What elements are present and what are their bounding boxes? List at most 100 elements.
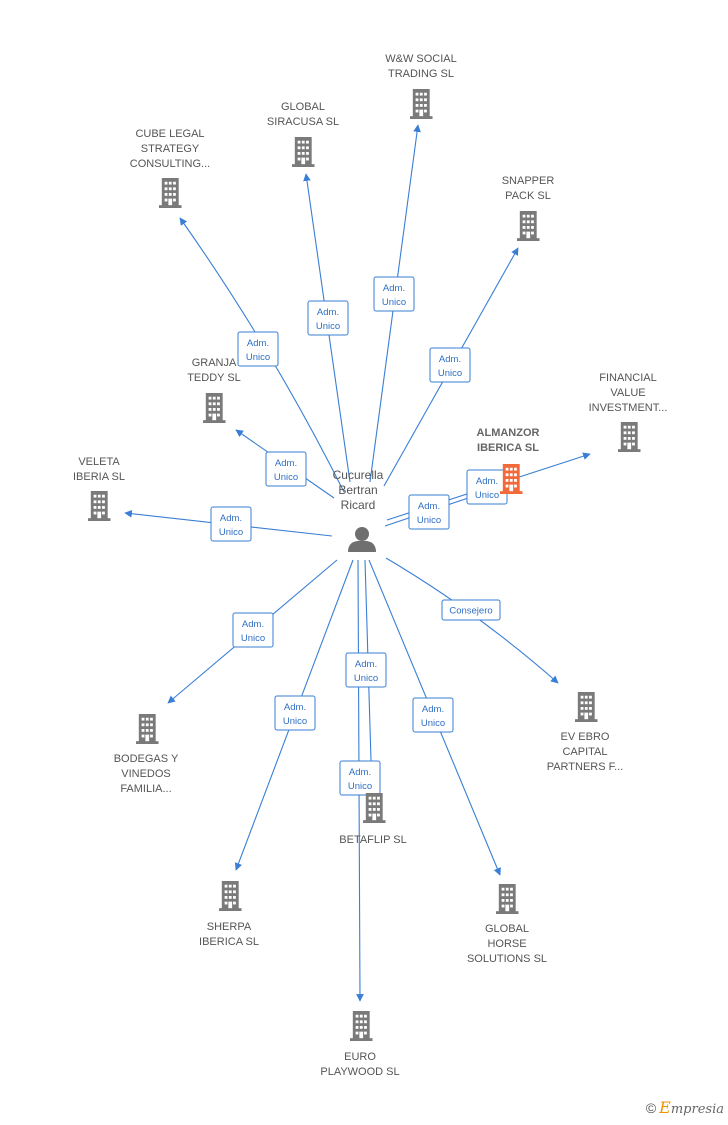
relation-text: Adm. (242, 619, 264, 630)
relation-text: Consejero (449, 606, 492, 617)
company-label-line: PARTNERS F... (547, 761, 624, 773)
relation-badge-horse[interactable]: Adm. Unico (412, 697, 454, 733)
company-node-evebro[interactable]: EV EBRO CAPITAL PARTNERS F... (547, 692, 624, 773)
building-icon (88, 491, 111, 521)
relation-box (232, 612, 274, 648)
relation-text: Adm. (275, 458, 297, 469)
company-node-financial[interactable]: FINANCIALVALUEINVESTMENT... (589, 372, 668, 452)
relation-badge-euro[interactable]: Adm. Unico (345, 652, 387, 688)
relation-badge-veleta[interactable]: Adm. Unico (210, 506, 252, 542)
company-label-line: GRANJA (192, 357, 237, 369)
relation-text: Adm. (355, 659, 377, 670)
relation-box (274, 695, 316, 731)
company-label-line: CAPITAL (562, 746, 607, 758)
relation-box (339, 760, 381, 796)
company-node-betaflip[interactable]: BETAFLIP SL (339, 793, 407, 846)
company-node-siracusa[interactable]: GLOBAL SIRACUSA SL (267, 101, 339, 167)
company-node-cube[interactable]: CUBE LEGAL STRATEGY CONSULTING... (130, 128, 210, 208)
company-label-line: VELETA (78, 456, 120, 468)
relation-badge-ww[interactable]: Adm.Unico (373, 276, 415, 312)
relation-text: Adm. (418, 501, 440, 512)
relation-text: Unico (316, 321, 340, 332)
relation-text: Adm. (220, 513, 242, 524)
relation-text: Adm. (284, 702, 306, 713)
company-label-line: SHERPA (207, 921, 252, 933)
relation-text: Adm. (439, 354, 461, 365)
building-icon (363, 793, 386, 823)
company-label-line: BODEGAS Y (114, 753, 179, 765)
relation-badge-almanzor[interactable]: Adm. Unico (408, 494, 450, 530)
company-label-line: VINEDOS (121, 768, 171, 780)
company-label-line: TEDDY SL (187, 372, 241, 384)
building-icon (410, 89, 433, 119)
relation-box (265, 451, 307, 487)
building-icon (575, 692, 598, 722)
relation-badge-betaflip[interactable]: Adm.Unico (339, 760, 381, 796)
company-label-line: ALMANZOR (477, 427, 540, 439)
building-icon (496, 884, 519, 914)
relation-text: Unico (421, 718, 445, 729)
company-label-line: EV EBRO (561, 731, 610, 743)
relation-badge-sherpa[interactable]: Adm. Unico (274, 695, 316, 731)
relation-box (307, 300, 349, 336)
relation-text: Unico (417, 515, 441, 526)
company-label-line: IBERICA SL (199, 936, 259, 948)
company-node-almanzor[interactable]: ALMANZOR IBERICA SL (477, 427, 540, 494)
relation-text: Unico (283, 716, 307, 727)
relation-text: Unico (354, 673, 378, 684)
relation-text: Adm. (317, 307, 339, 318)
company-label-line: CONSULTING... (130, 158, 210, 170)
relation-text: Adm. (349, 767, 371, 778)
company-node-sherpa[interactable]: SHERPA IBERICA SL (199, 881, 259, 948)
company-node-ww[interactable]: W&W SOCIAL TRADING SL (385, 53, 457, 119)
company-node-bodegas[interactable]: BODEGAS Y VINEDOS FAMILIA... (114, 714, 179, 795)
relation-box (210, 506, 252, 542)
relation-text: Unico (219, 527, 243, 538)
relation-badge-granja[interactable]: Adm.Unico (265, 451, 307, 487)
relation-badge-cube[interactable]: Adm.Unico (237, 331, 279, 367)
company-label-line: CUBE LEGAL (135, 128, 204, 140)
company-label-line: SIRACUSA SL (267, 116, 339, 128)
person-icon (355, 527, 369, 541)
building-icon (500, 464, 523, 494)
relation-box (345, 652, 387, 688)
company-label-line: IBERICA SL (477, 442, 539, 454)
person-label-line: Bertran (338, 483, 377, 497)
company-label-line: GLOBAL (281, 101, 325, 113)
relation-box (441, 599, 501, 621)
relation-text: Unico (475, 490, 499, 501)
relation-text: Adm. (247, 338, 269, 349)
building-icon (159, 178, 182, 208)
company-label-line: FINANCIAL (599, 372, 656, 384)
person-icon-body (348, 540, 376, 552)
company-label-line: BETAFLIP SL (339, 834, 406, 846)
company-label-line: SNAPPER (502, 175, 555, 187)
relation-text: Unico (382, 297, 406, 308)
company-node-granja[interactable]: GRANJA TEDDY SL (187, 357, 241, 423)
relation-box (412, 697, 454, 733)
copyright-icon: © (645, 1100, 657, 1116)
relation-badge-snapper[interactable]: Adm.Unico (429, 347, 471, 383)
person-label-line: Ricard (341, 498, 376, 512)
brand-logo-initial: E (659, 1098, 671, 1117)
company-label-line: STRATEGY (141, 143, 200, 155)
relation-badge-evebro[interactable]: Consejero (441, 599, 501, 621)
company-label-line: FAMILIA... (120, 783, 171, 795)
building-icon (203, 393, 226, 423)
relation-box (408, 494, 450, 530)
building-icon (618, 422, 641, 452)
person-label-line: Cucurella (333, 468, 384, 482)
relation-badge-bodegas[interactable]: Adm.Unico (232, 612, 274, 648)
relation-badge-financial[interactable]: Adm. Unico (466, 469, 508, 505)
relation-text: Adm. (476, 476, 498, 487)
company-label-line: TRADING SL (388, 68, 454, 80)
relation-text: Adm. (422, 704, 444, 715)
company-label-line: W&W SOCIAL (385, 53, 457, 65)
company-label-line: GLOBAL (485, 923, 529, 935)
relation-badge-siracusa[interactable]: Adm. Unico (307, 300, 349, 336)
